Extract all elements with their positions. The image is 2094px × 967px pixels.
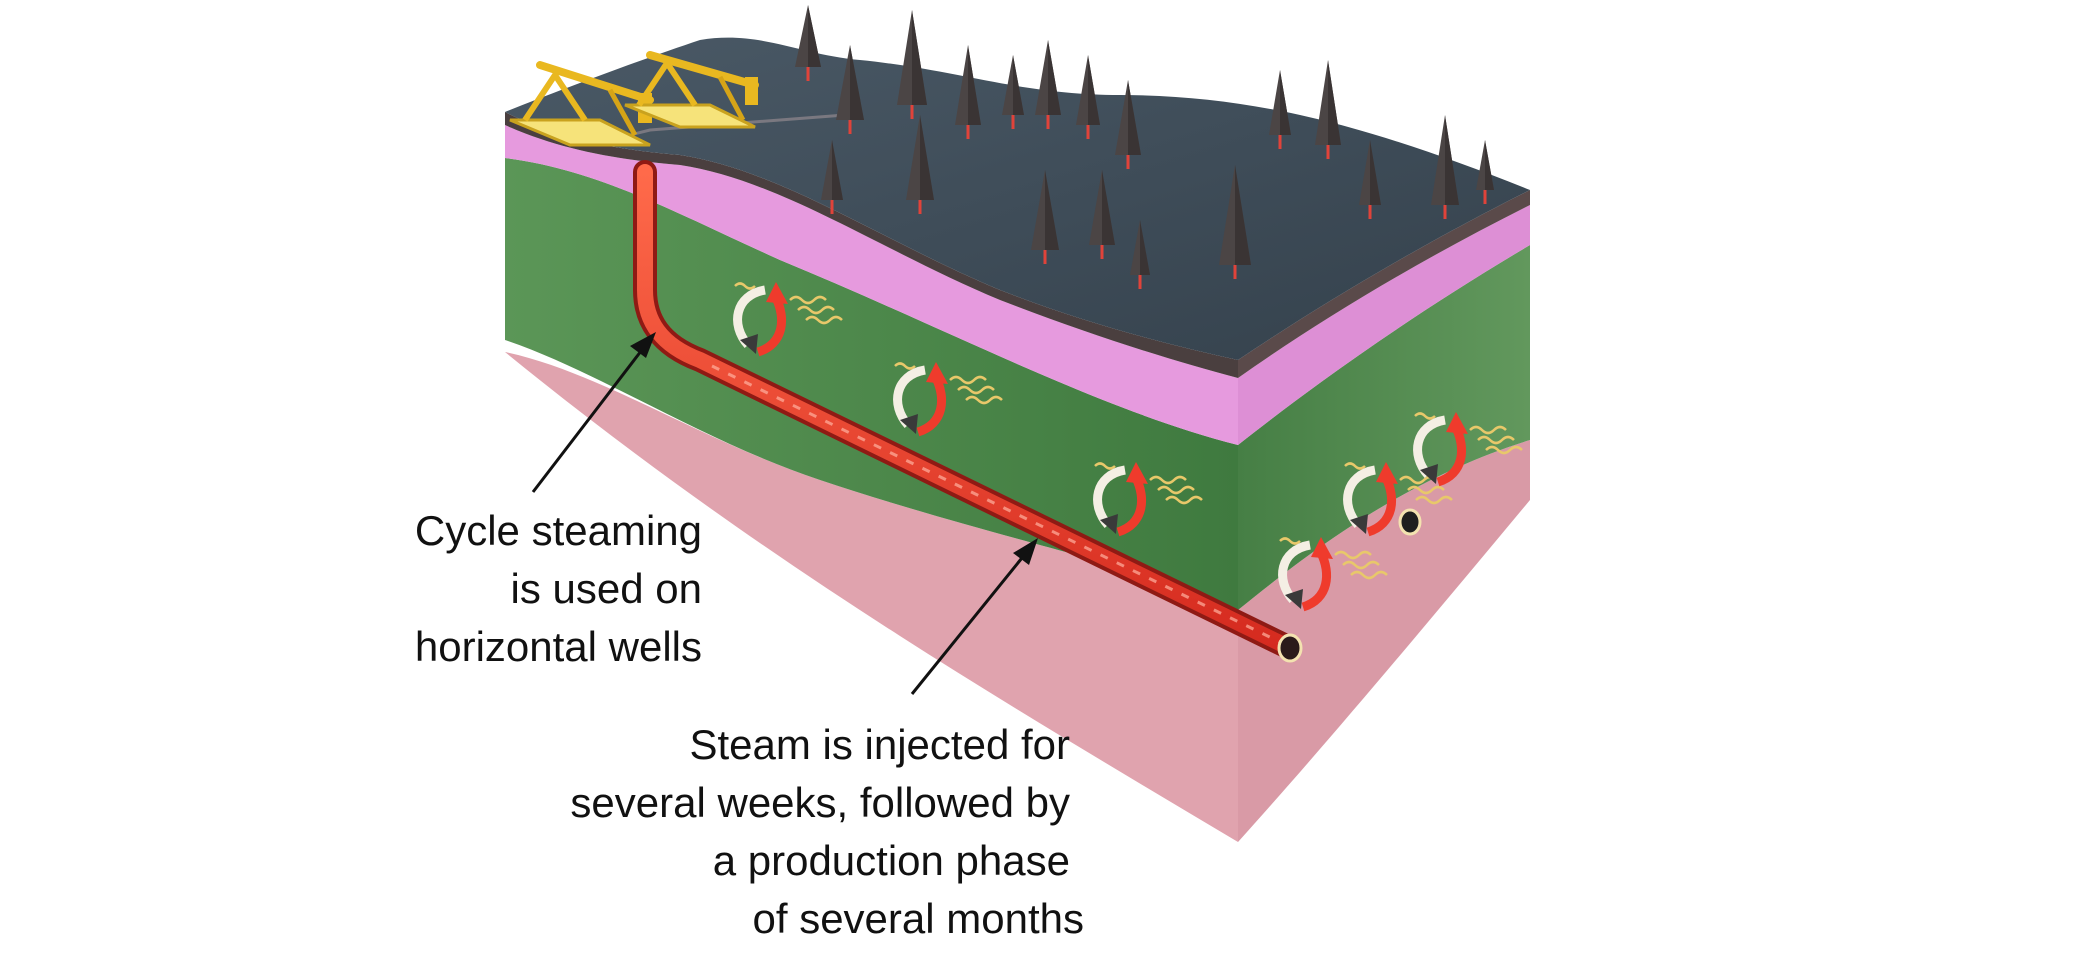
- reservoir-layer-front: [505, 158, 1238, 610]
- soil-rim-front: [505, 112, 1238, 378]
- caption-line: Cycle steaming: [414, 507, 702, 554]
- steam-circulation-icon: [1278, 537, 1388, 612]
- soil-rim-side: [1238, 190, 1530, 378]
- steam-circulation-icon: [893, 362, 1003, 437]
- tree-icon: [1431, 115, 1459, 219]
- basement-layer-front: [505, 340, 1238, 842]
- horizontal-well-texture: [711, 364, 1281, 644]
- caption-line: horizontal wells: [414, 623, 702, 670]
- caption-line: a production phase: [712, 837, 1070, 884]
- tree-icon: [1219, 165, 1251, 279]
- tree-icon: [821, 140, 843, 214]
- steam-circulation-icon: [1343, 462, 1453, 537]
- well-end-cap: [1277, 633, 1303, 663]
- tree-icon: [795, 5, 821, 81]
- steam-circulation-group: [733, 282, 1523, 612]
- leader-arrow-cycle-steaming: [531, 332, 656, 493]
- tree-icon: [1269, 70, 1291, 149]
- overburden-layer-side: [1238, 205, 1530, 445]
- tree-icon: [906, 115, 934, 214]
- tree-icon: [1002, 55, 1024, 129]
- tree-icon: [1076, 55, 1100, 139]
- tree-icon: [955, 45, 981, 139]
- pump-jack-icon: [624, 51, 759, 129]
- tree-icon: [1031, 170, 1059, 264]
- tree-icon: [1359, 140, 1381, 219]
- steam-circulation-icon: [733, 282, 843, 357]
- caption-line: Steam is injected for: [689, 721, 1070, 768]
- overburden-layer-front: [505, 125, 1238, 445]
- second-well-end-cap: [1398, 508, 1422, 536]
- horizontal-well-core: [637, 164, 1298, 656]
- leader-arrow-steam-injection: [910, 538, 1038, 695]
- caption-line: of several months: [752, 895, 1085, 942]
- tree-icon: [897, 10, 927, 119]
- basement-layer-side: [1238, 440, 1530, 842]
- tree-icon: [1476, 140, 1494, 204]
- tree-icon: [1130, 220, 1150, 289]
- tree-icon: [1115, 80, 1141, 169]
- caption-cycle-steaming: Cycle steaming is used on horizontal wel…: [300, 502, 702, 676]
- tree-icon: [1315, 60, 1341, 159]
- caption-line: is used on: [510, 565, 702, 612]
- tree-icon: [1089, 170, 1115, 259]
- forest: [795, 5, 1494, 289]
- steam-circulation-icon: [1413, 412, 1523, 487]
- tree-icon: [836, 45, 864, 134]
- steam-circulation-icon: [1093, 462, 1203, 537]
- caption-steam-injection: Steam is injected for several weeks, fol…: [440, 716, 1084, 948]
- caption-line: several weeks, followed by: [570, 779, 1070, 826]
- tree-icon: [1035, 40, 1061, 129]
- reservoir-layer-side: [1238, 245, 1530, 610]
